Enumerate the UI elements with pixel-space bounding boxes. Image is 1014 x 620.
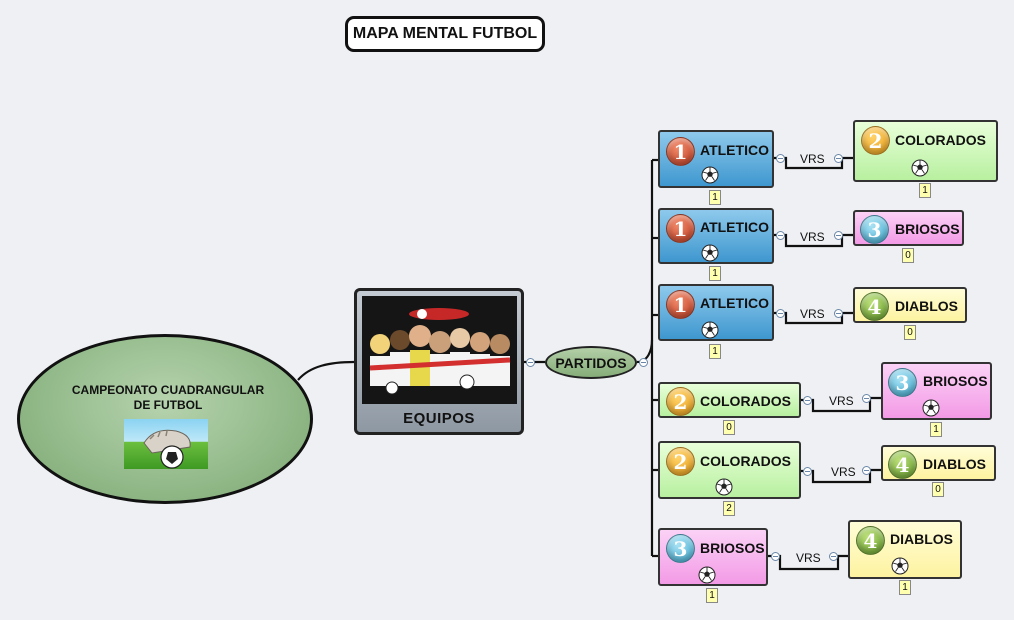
score-badge: 0 xyxy=(932,482,944,497)
score-badge: 1 xyxy=(706,588,718,603)
number-4-icon: 4 xyxy=(888,450,917,479)
team-name: ATLETICO xyxy=(700,142,769,158)
team-name: COLORADOS xyxy=(700,453,791,469)
score-badge: 1 xyxy=(899,580,911,595)
match-3-home-node[interactable]: 1 ATLETICO xyxy=(658,284,774,341)
equipos-label: EQUIPOS xyxy=(403,410,475,427)
collapse-toggle-icon[interactable] xyxy=(776,309,785,318)
soccer-ball-icon xyxy=(911,159,929,177)
soccer-ball-icon xyxy=(891,557,909,575)
number-3-icon: 3 xyxy=(888,368,917,397)
soccer-ball-icon xyxy=(701,244,719,262)
match-4-away-node[interactable]: 3 BRIOSOS xyxy=(881,362,992,420)
collapse-toggle-icon[interactable] xyxy=(862,466,871,475)
team-name: DIABLOS xyxy=(895,298,958,314)
collapse-toggle-icon[interactable] xyxy=(776,154,785,163)
score-badge: 2 xyxy=(723,501,735,516)
collapse-toggle-icon[interactable] xyxy=(639,358,648,367)
match-6-away-node[interactable]: 4 DIABLOS xyxy=(848,520,962,579)
number-1-icon: 1 xyxy=(666,290,695,319)
partidos-node[interactable]: PARTIDOS xyxy=(545,346,637,379)
match-6-home-node[interactable]: 3 BRIOSOS xyxy=(658,528,768,586)
score-badge: 0 xyxy=(723,420,735,435)
collapse-toggle-icon[interactable] xyxy=(834,154,843,163)
number-4-icon: 4 xyxy=(856,526,885,555)
vrs-label: VRS xyxy=(800,230,825,244)
number-2-icon: 2 xyxy=(666,387,695,416)
equipos-node[interactable]: EQUIPOS xyxy=(354,288,524,435)
root-topic-label: CAMPEONATO CUADRANGULAR DE FUTBOL xyxy=(71,383,265,412)
number-3-icon: 3 xyxy=(666,534,695,563)
number-2-icon: 2 xyxy=(666,447,695,476)
team-name: COLORADOS xyxy=(700,393,791,409)
score-badge: 1 xyxy=(709,266,721,281)
team-name: BRIOSOS xyxy=(700,540,765,556)
number-3-icon: 3 xyxy=(860,215,889,244)
number-4-icon: 4 xyxy=(860,292,889,321)
collapse-toggle-icon[interactable] xyxy=(776,231,785,240)
collapse-toggle-icon[interactable] xyxy=(771,552,780,561)
vrs-label: VRS xyxy=(831,465,856,479)
match-4-home-node[interactable]: 2 COLORADOS xyxy=(658,382,801,418)
map-title: MAPA MENTAL FUTBOL xyxy=(345,16,545,52)
root-topic-ellipse[interactable]: CAMPEONATO CUADRANGULAR DE FUTBOL xyxy=(17,334,313,504)
match-3-away-node[interactable]: 4 DIABLOS xyxy=(853,287,967,323)
soccer-ball-icon xyxy=(715,478,733,496)
collapse-toggle-icon[interactable] xyxy=(803,467,812,476)
score-badge: 0 xyxy=(904,325,916,340)
collapse-toggle-icon[interactable] xyxy=(834,309,843,318)
match-1-away-node[interactable]: 2 COLORADOS xyxy=(853,120,998,182)
team-caricature-image xyxy=(362,296,517,404)
soccer-ball-icon xyxy=(701,321,719,339)
team-name: ATLETICO xyxy=(700,295,769,311)
collapse-toggle-icon[interactable] xyxy=(803,396,812,405)
collapse-toggle-icon[interactable] xyxy=(834,231,843,240)
team-name: DIABLOS xyxy=(923,456,986,472)
team-name: BRIOSOS xyxy=(895,221,960,237)
team-name: BRIOSOS xyxy=(923,373,988,389)
score-badge: 1 xyxy=(709,190,721,205)
score-badge: 1 xyxy=(919,183,931,198)
collapse-toggle-icon[interactable] xyxy=(862,394,871,403)
score-badge: 0 xyxy=(902,248,914,263)
soccer-ball-icon xyxy=(701,166,719,184)
soccer-ball-icon xyxy=(698,566,716,584)
vrs-label: VRS xyxy=(796,551,821,565)
team-name: DIABLOS xyxy=(890,531,953,547)
vrs-label: VRS xyxy=(800,152,825,166)
soccer-ball-icon xyxy=(922,399,940,417)
collapse-toggle-icon[interactable] xyxy=(829,552,838,561)
collapse-toggle-icon[interactable] xyxy=(526,358,535,367)
number-1-icon: 1 xyxy=(666,214,695,243)
team-name: COLORADOS xyxy=(895,132,986,148)
score-badge: 1 xyxy=(930,422,942,437)
match-5-away-node[interactable]: 4 DIABLOS xyxy=(881,445,996,481)
number-1-icon: 1 xyxy=(666,137,695,166)
number-2-icon: 2 xyxy=(861,126,890,155)
team-name: ATLETICO xyxy=(700,219,769,235)
vrs-label: VRS xyxy=(800,307,825,321)
match-1-home-node[interactable]: 1 ATLETICO xyxy=(658,130,774,188)
football-boot-image xyxy=(124,419,208,469)
score-badge: 1 xyxy=(709,344,721,359)
vrs-label: VRS xyxy=(829,394,854,408)
match-2-away-node[interactable]: 3 BRIOSOS xyxy=(853,210,964,246)
